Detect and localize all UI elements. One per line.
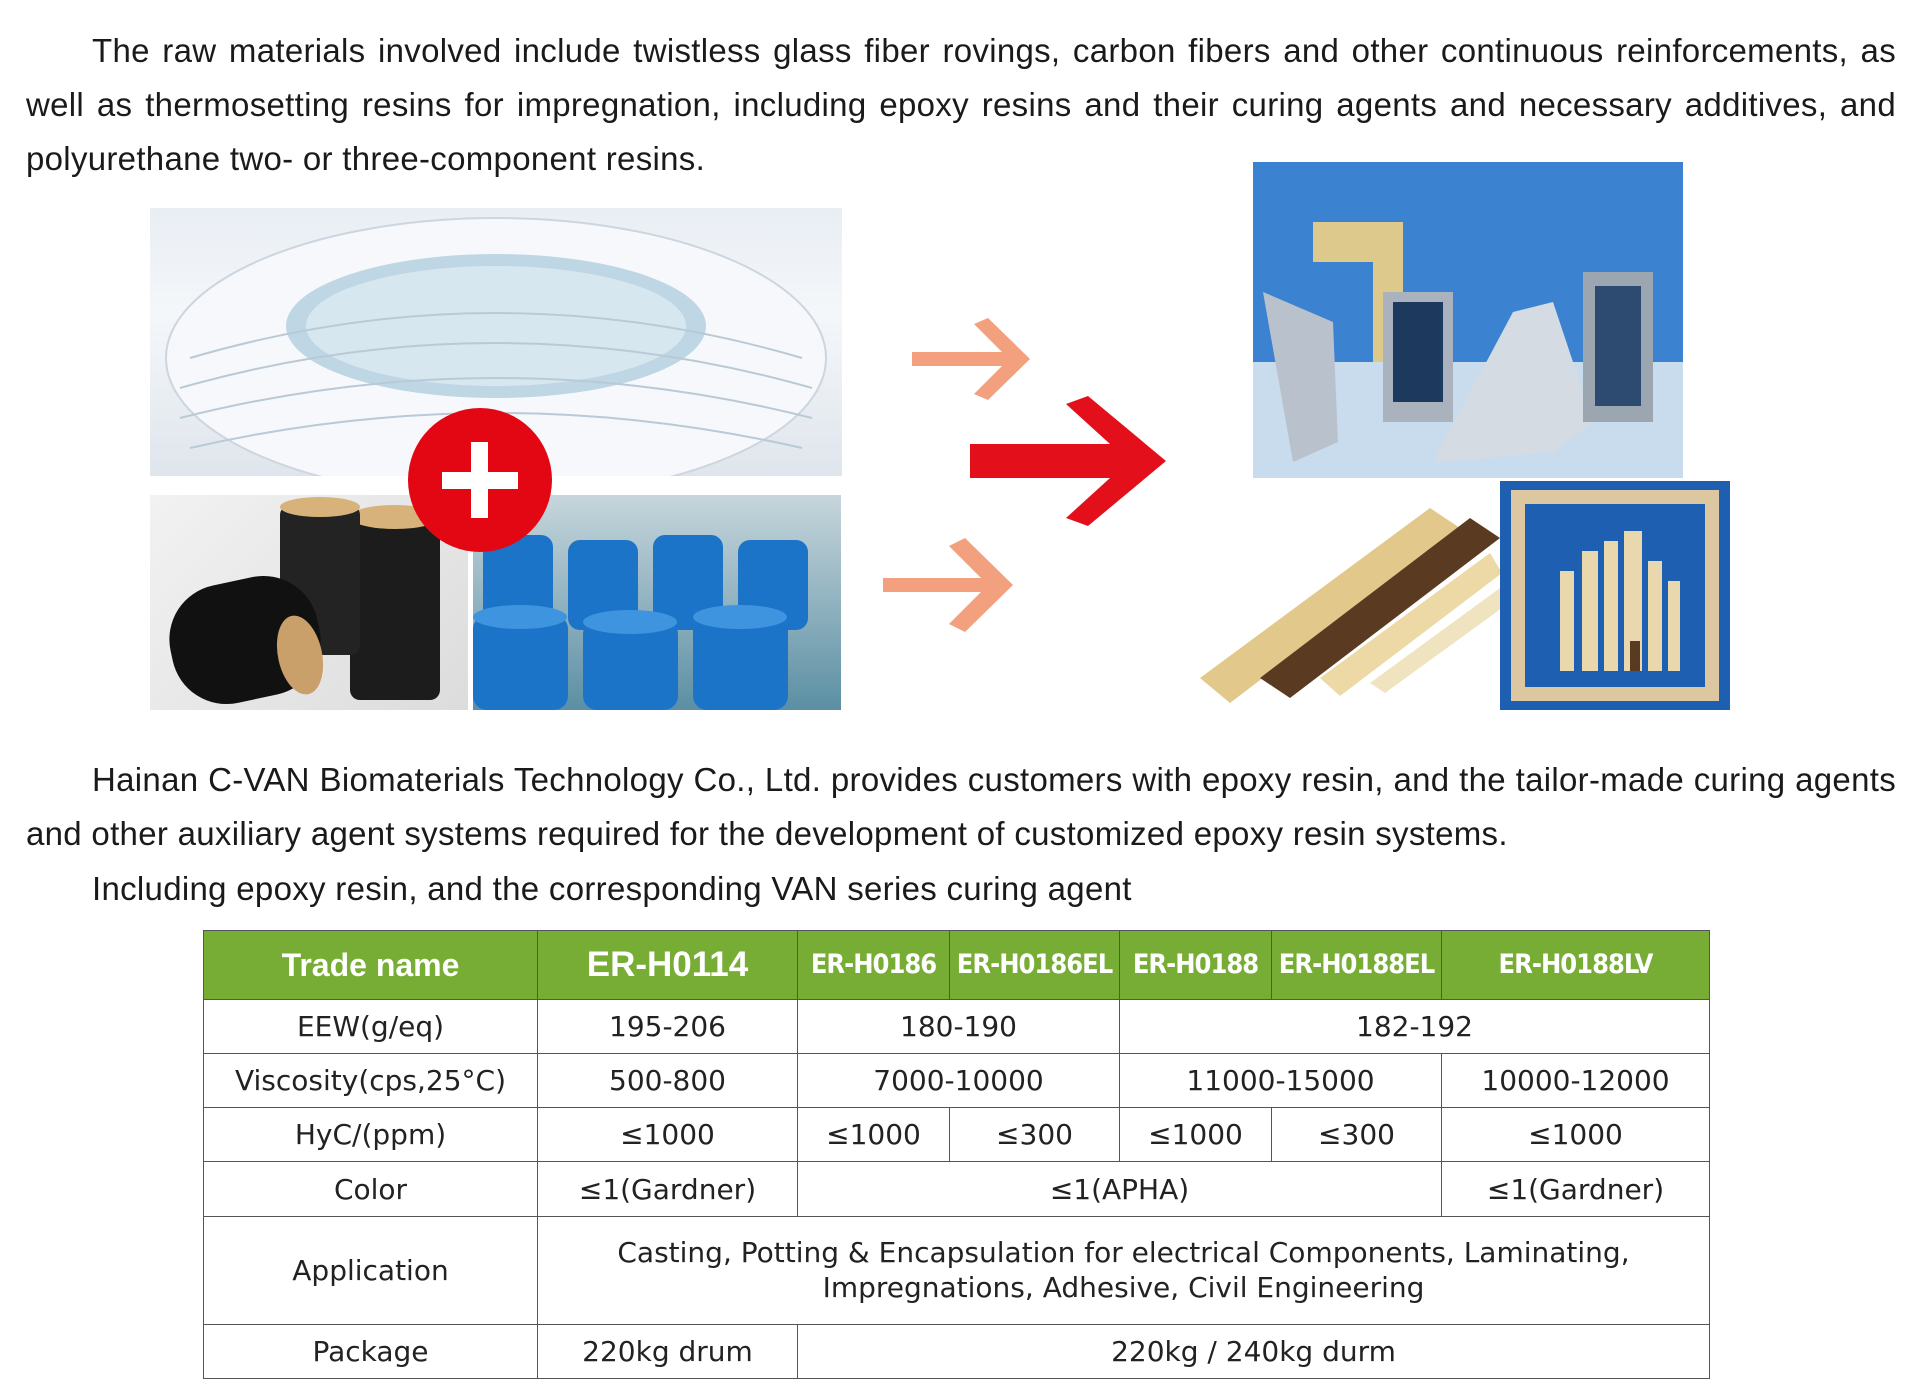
carbon-fiber-spools-image <box>150 495 468 710</box>
company-paragraph: Hainan C-VAN Biomaterials Technology Co.… <box>26 753 1896 861</box>
table-header-row: Trade name ER-H0114 ER-H0186 ER-H0186EL … <box>203 929 1710 1001</box>
header-product: ER-H0186 <box>797 929 950 1001</box>
header-product: ER-H0188 <box>1119 929 1272 1001</box>
row-label: Color <box>203 1161 538 1217</box>
table-row: Viscosity(cps,25°C) 500-800 7000-10000 1… <box>203 1053 1710 1109</box>
table-cell: 220kg drum <box>537 1323 798 1380</box>
row-label: EEW(g/eq) <box>203 999 538 1055</box>
arrow-right-icon <box>883 538 1013 632</box>
resin-drums-image <box>473 495 841 710</box>
arrow-right-icon <box>970 396 1166 526</box>
table-cell: 220kg / 240kg durm <box>797 1323 1710 1380</box>
glass-fiber-roving-image <box>150 208 842 476</box>
intro-text: The raw materials involved include twist… <box>26 32 1896 177</box>
table-cell: 180-190 <box>797 999 1120 1055</box>
table-cell: ≤300 <box>949 1107 1120 1163</box>
table-cell: ≤1000 <box>797 1107 950 1163</box>
spec-table: Trade name ER-H0114 ER-H0186 ER-H0186EL … <box>203 929 1710 1380</box>
row-label: Package <box>203 1323 538 1380</box>
table-cell: 500-800 <box>537 1053 798 1109</box>
composite-frame-image <box>1500 481 1730 710</box>
table-cell: ≤300 <box>1271 1107 1442 1163</box>
table-row: Package 220kg drum 220kg / 240kg durm <box>203 1323 1710 1380</box>
table-cell: 11000-15000 <box>1119 1053 1442 1109</box>
row-label: Viscosity(cps,25°C) <box>203 1053 538 1109</box>
table-row: HyC/(ppm) ≤1000 ≤1000 ≤300 ≤1000 ≤300 ≤1… <box>203 1107 1710 1163</box>
plus-icon <box>408 408 552 552</box>
series-line: Including epoxy resin, and the correspon… <box>92 862 1920 916</box>
composite-profiles-image <box>1253 162 1683 478</box>
table-cell: 195-206 <box>537 999 798 1055</box>
table-cell: ≤1(Gardner) <box>1441 1161 1710 1217</box>
application-line: Casting, Potting & Encapsulation for ele… <box>617 1236 1630 1270</box>
company-text: Hainan C-VAN Biomaterials Technology Co.… <box>26 761 1896 852</box>
intro-paragraph: The raw materials involved include twist… <box>26 24 1896 186</box>
application-line: Impregnations, Adhesive, Civil Engineeri… <box>822 1271 1425 1305</box>
header-trade-name: Trade name <box>203 929 538 1001</box>
table-row: EEW(g/eq) 195-206 180-190 182-192 <box>203 999 1710 1055</box>
header-product: ER-H0188EL <box>1271 929 1442 1001</box>
table-cell: ≤1(Gardner) <box>537 1161 798 1217</box>
table-cell: 10000-12000 <box>1441 1053 1710 1109</box>
table-cell: 7000-10000 <box>797 1053 1120 1109</box>
table-cell: ≤1000 <box>537 1107 798 1163</box>
header-product: ER-H0186EL <box>949 929 1120 1001</box>
table-row: Application Casting, Potting & Encapsula… <box>203 1215 1710 1325</box>
table-cell: ≤1(APHA) <box>797 1161 1442 1217</box>
row-label: HyC/(ppm) <box>203 1107 538 1163</box>
composite-bars-image <box>1200 478 1502 710</box>
table-cell: ≤1000 <box>1441 1107 1710 1163</box>
series-text: Including epoxy resin, and the correspon… <box>92 870 1132 907</box>
table-cell: 182-192 <box>1119 999 1710 1055</box>
table-row: Color ≤1(Gardner) ≤1(APHA) ≤1(Gardner) <box>203 1161 1710 1217</box>
arrow-right-icon <box>912 318 1030 400</box>
table-cell: ≤1000 <box>1119 1107 1272 1163</box>
header-product: ER-H0114 <box>537 929 798 1001</box>
header-product: ER-H0188LV <box>1441 929 1710 1001</box>
row-label: Application <box>203 1215 538 1325</box>
application-cell: Casting, Potting & Encapsulation for ele… <box>537 1215 1710 1325</box>
